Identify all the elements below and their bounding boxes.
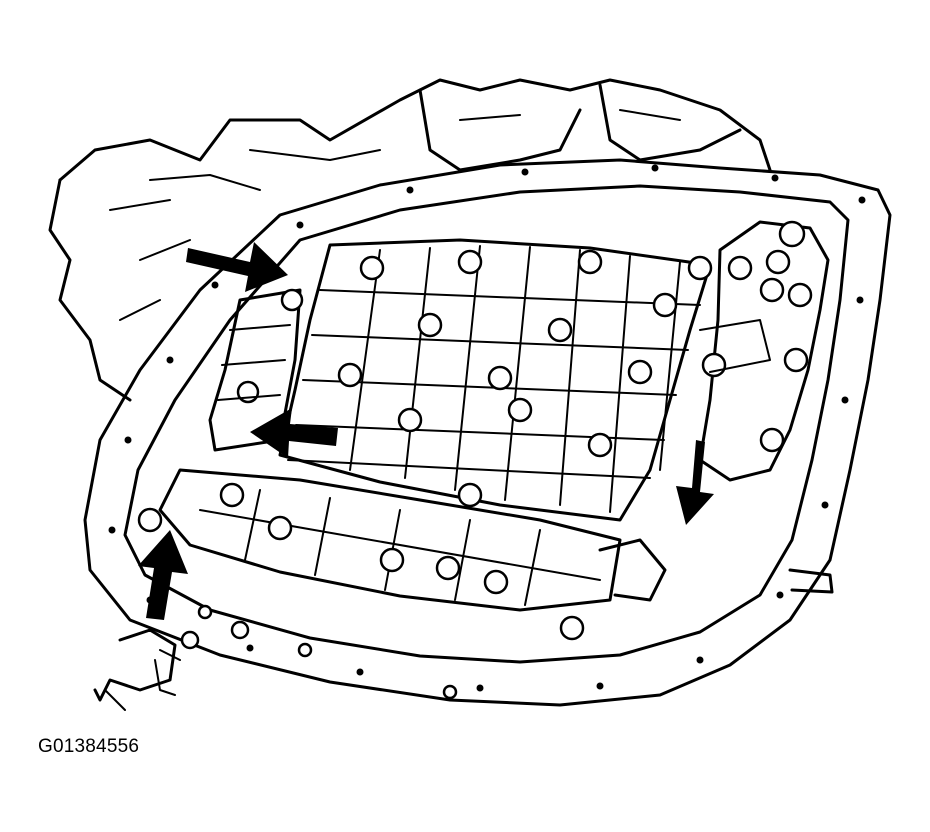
arrow-right	[676, 440, 714, 525]
lower-left-fittings	[93, 604, 458, 711]
right-valve-cluster	[698, 220, 830, 482]
valve-body-bolts	[337, 249, 713, 508]
output-shaft	[788, 568, 834, 594]
valve-body-grid	[278, 238, 713, 522]
arrow-center-left	[250, 408, 338, 458]
figure-id-label: G01384556	[38, 736, 140, 757]
arrow-upper-left	[186, 242, 288, 292]
left-valve-section	[208, 288, 304, 452]
transmission-case	[48, 78, 772, 402]
pan-flange	[83, 158, 892, 707]
indicator-arrows	[138, 242, 714, 620]
lower-valve-plate	[137, 468, 667, 641]
flange-bolt-holes	[108, 164, 866, 692]
arrow-lower-left	[138, 530, 188, 620]
